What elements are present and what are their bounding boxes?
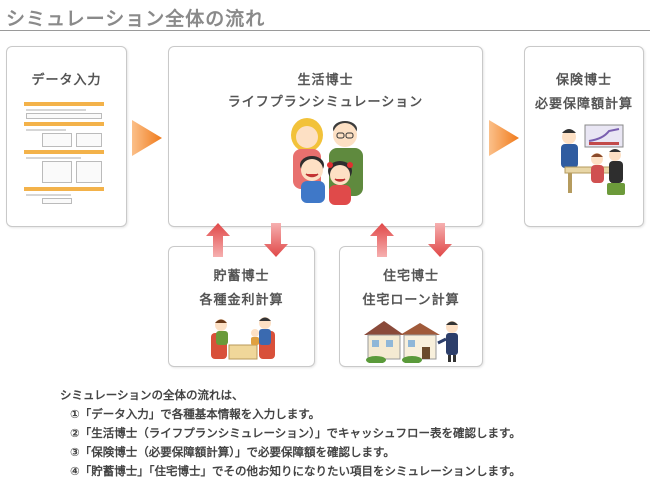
consultation-illustration: [561, 124, 625, 195]
jutaku-card[interactable]: 住宅博士 住宅ローン計算: [339, 246, 483, 367]
flow-description: シミュレーションの全体の流れは、 ①「データ入力」で各種基本情報を入力します。 …: [60, 386, 521, 481]
title-divider: [0, 30, 650, 31]
hoken-card[interactable]: 保険博士 必要保障額計算: [524, 46, 644, 227]
flow-arrow-right-2: [489, 120, 519, 156]
jutaku-subtitle: 住宅ローン計算: [362, 293, 460, 308]
description-step-4: ④「貯蓄博士」「住宅博士」でその他お知りになりたい項目をシミュレーションします。: [70, 464, 521, 478]
seikatsu-subtitle: ライフプランシミュレーション: [227, 95, 424, 110]
input-form-thumbnail: [24, 102, 104, 206]
flow-arrow-right-1: [132, 120, 162, 156]
hoken-subtitle: 必要保障額計算: [534, 97, 633, 112]
savings-consultation-illustration: [211, 317, 275, 360]
description-step-1: ①「データ入力」で各種基本情報を入力します。: [70, 407, 321, 421]
description-step-2: ②「生活博士（ライフプランシミュレーション）」でキャッシュフロー表を確認します。: [70, 426, 521, 440]
description-intro: シミュレーションの全体の流れは、: [60, 388, 244, 402]
arrow-up-jutaku: [370, 223, 394, 257]
arrow-down-jutaku: [428, 223, 452, 257]
chochiku-subtitle: 各種金利計算: [199, 293, 284, 308]
data-input-title: データ入力: [31, 73, 102, 88]
hoken-title: 保険博士: [555, 73, 612, 88]
data-input-card[interactable]: データ入力: [6, 46, 127, 227]
arrow-up-chochiku: [206, 223, 230, 257]
housing-illustration: [364, 321, 458, 363]
seikatsu-card[interactable]: 生活博士 ライフプランシミュレーション: [168, 46, 483, 227]
family-illustration: [291, 118, 363, 205]
chochiku-title: 貯蓄博士: [213, 269, 270, 284]
arrow-down-chochiku: [264, 223, 288, 257]
description-step-3: ③「保険博士（必要保障額計算）」で必要保障額を確認します。: [70, 445, 395, 459]
chochiku-card[interactable]: 貯蓄博士 各種金利計算: [168, 246, 315, 367]
page-title: シミュレーション全体の流れ: [6, 8, 266, 30]
seikatsu-title: 生活博士: [297, 73, 354, 88]
jutaku-title: 住宅博士: [382, 269, 439, 284]
